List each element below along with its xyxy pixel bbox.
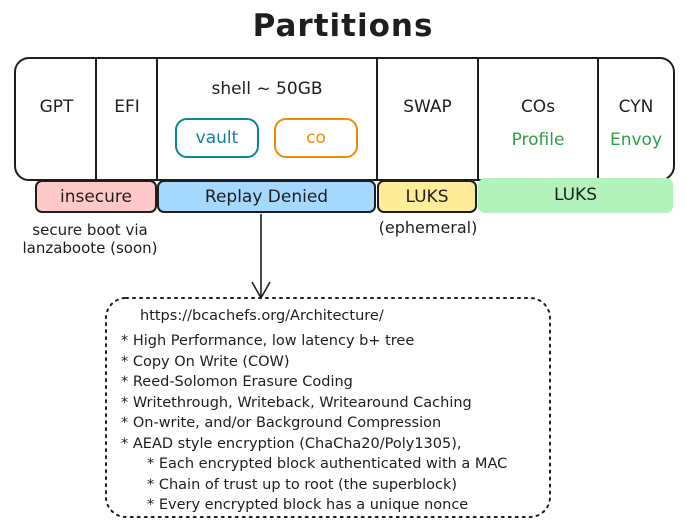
list-subitem: * Chain of trust up to root (the superbl… <box>147 476 458 493</box>
list-item: * On-write, and/or Background Compressio… <box>121 415 442 431</box>
note-secure-boot-line2: lanzaboote (soon) <box>22 239 158 257</box>
partition-swap: SWAP <box>403 97 452 117</box>
band-insecure: insecure <box>35 180 157 213</box>
list-subitem: * Each encrypted block authenticated wit… <box>147 456 508 472</box>
partition-shell: shell ~ 50GB <box>211 79 323 99</box>
band-replay-denied: Replay Denied <box>157 180 376 213</box>
co-pill: co <box>274 118 358 158</box>
note-secure-boot-line1: secure boot via <box>32 221 148 239</box>
details-url: https://bcachefs.org/Architecture/ <box>140 308 384 324</box>
details-list: * High Performance, low latency b+ tree … <box>121 331 507 516</box>
list-item: * Reed-Solomon Erasure Coding <box>121 374 353 390</box>
partition-efi: EFI <box>114 97 140 117</box>
note-ephemeral: (ephemeral) <box>378 218 478 237</box>
list-item: * Writethrough, Writeback, Writearound C… <box>121 394 472 411</box>
details-box-outline <box>105 297 551 518</box>
list-item: * AEAD style encryption (ChaCha20/Poly13… <box>121 435 462 452</box>
band-luks-main: LUKS <box>478 178 673 213</box>
partition-cos: COs <box>520 97 556 117</box>
partition-cos-profile: Profile <box>511 130 565 150</box>
list-item: * High Performance, low latency b+ tree <box>121 333 415 349</box>
partition-cyn-envoy: Envoy <box>609 130 663 150</box>
list-item: * Copy On Write (COW) <box>121 353 290 370</box>
partition-gpt: GPT <box>39 97 74 117</box>
band-luks-swap: LUKS <box>377 180 477 213</box>
vault-pill: vault <box>175 118 259 158</box>
page-title: Partitions <box>252 8 434 44</box>
partition-cyn: CYN <box>618 97 654 117</box>
list-subitem: * Every encrypted block has a unique non… <box>147 497 469 513</box>
